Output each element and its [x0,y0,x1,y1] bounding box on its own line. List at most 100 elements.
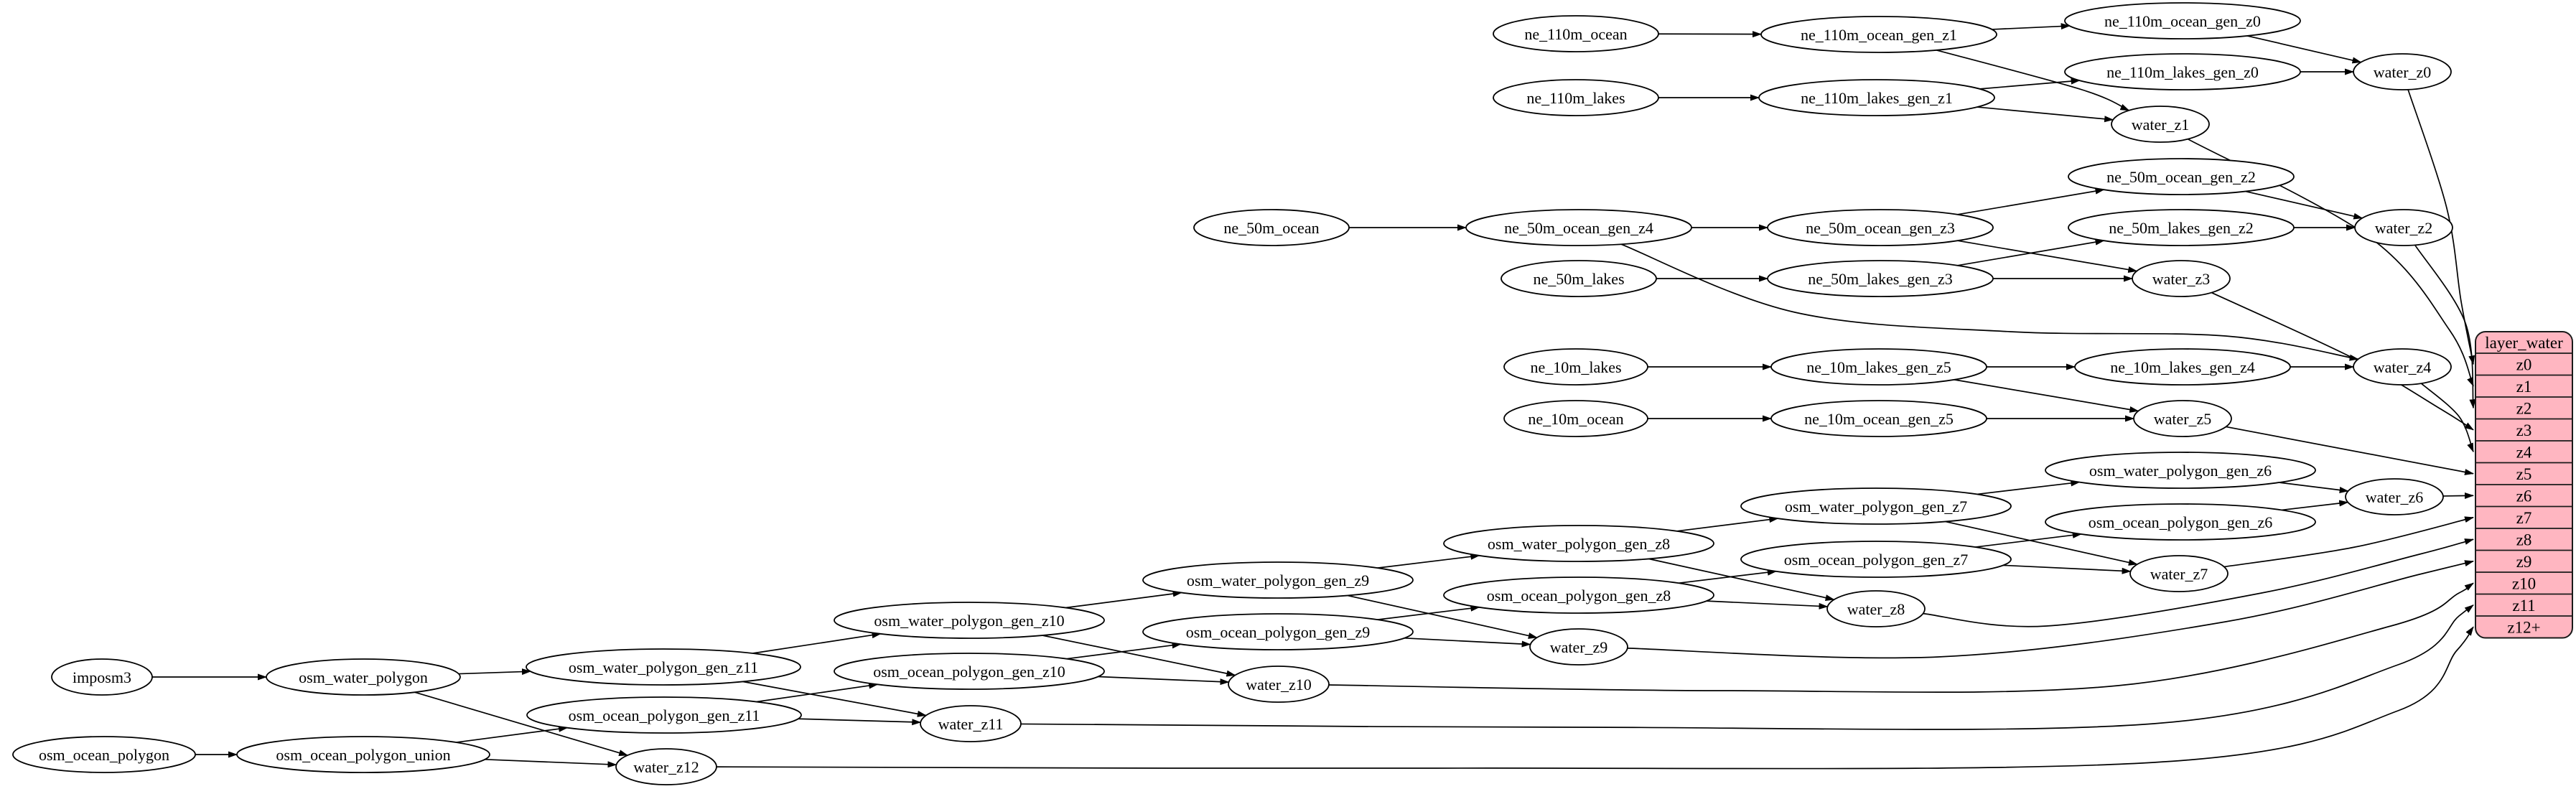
node-label-ne_50m_lakes_gen_z3: ne_50m_lakes_gen_z3 [1808,270,1953,288]
nodes: ne_110m_ocean ne_110m_ocean_gen_z1 ne_110m… [12,2,2453,785]
node-label-water_z2: water_z2 [2375,219,2433,237]
node-label-water_z12: water_z12 [633,758,699,776]
node-ne_10m_ocean_gen_z5: ne_10m_ocean_gen_z5 [1770,400,1987,437]
node-label-ne_50m_lakes_gen_z2: ne_50m_lakes_gen_z2 [2109,219,2254,237]
node-water_z7: water_z7 [2129,555,2229,592]
node-label-osm_ocean_polygon_gen_z7: osm_ocean_polygon_gen_z7 [1784,551,1969,569]
edge-water_z6-to-layer_water-z6 [2442,492,2474,499]
node-ne_110m_ocean_gen_z0: ne_110m_ocean_gen_z0 [2064,2,2301,39]
edge-ne_110m_ocean_gen_z0-to-water_z0 [2246,35,2362,64]
node-label-water_z0: water_z0 [2374,63,2432,81]
node-label-ne_110m_ocean_gen_z0: ne_110m_ocean_gen_z0 [2104,12,2261,30]
node-ne_110m_lakes: ne_110m_lakes [1493,79,1659,116]
node-ne_10m_lakes_gen_z4: ne_10m_lakes_gen_z4 [2074,348,2291,386]
edge-osm_ocean_polygon_gen_z7-to-water_z7 [2003,564,2132,574]
node-ne_50m_ocean_gen_z2: ne_50m_ocean_gen_z2 [2068,158,2295,195]
edge-water_z10-to-layer_water-z10 [1328,582,2474,694]
edge-osm_water_polygon_gen_z11-to-water_z11 [742,681,927,717]
table-row-z6: z6 [2516,487,2532,505]
node-ne_10m_lakes_gen_z5: ne_10m_lakes_gen_z5 [1770,348,1987,386]
node-label-osm_water_polygon_gen_z8: osm_water_polygon_gen_z8 [1488,535,1670,553]
edge-osm_ocean_polygon_union-to-water_z12 [485,758,617,768]
edge-osm_water_polygon_gen_z8-to-osm_water_polygon_gen_z7 [1676,516,1779,532]
node-osm_ocean_polygon_gen_z8: osm_ocean_polygon_gen_z8 [1443,576,1714,614]
node-label-osm_ocean_polygon_gen_z10: osm_ocean_polygon_gen_z10 [873,663,1065,681]
table-row-z1: z1 [2516,378,2532,396]
node-water_z4: water_z4 [2353,348,2452,386]
node-label-water_z1: water_z1 [2132,116,2190,134]
edge-osm_ocean_polygon_union-to-osm_ocean_polygon_gen_z11 [456,725,569,743]
node-label-osm_ocean_polygon_gen_z11: osm_ocean_polygon_gen_z11 [569,706,760,724]
node-water_z2: water_z2 [2354,209,2453,246]
edge-ne_50m_ocean_gen_z2-to-water_z2 [2245,190,2363,220]
edge-water_z7-to-layer_water-z7 [2223,516,2474,568]
node-water_z9: water_z9 [1529,628,1628,666]
edges [152,23,2476,770]
edge-osm_water_polygon-to-water_z12 [414,691,629,756]
table-row-z12+: z12+ [2507,618,2540,636]
edge-ne_110m_ocean_gen_z1-to-water_z1 [1936,49,2130,111]
node-osm_water_polygon_gen_z9: osm_water_polygon_gen_z9 [1142,561,1414,599]
edge-osm_water_polygon_gen_z10-to-osm_water_polygon_gen_z9 [1065,590,1182,609]
edge-osm_ocean_polygon_gen_z10-to-water_z10 [1098,676,1230,686]
edge-osm_ocean_polygon_gen_z9-to-water_z9 [1404,637,1531,648]
node-ne_10m_ocean: ne_10m_ocean [1503,400,1648,437]
node-label-water_z9: water_z9 [1550,638,1608,656]
node-ne_110m_ocean: ne_110m_ocean [1493,15,1659,52]
node-label-ne_50m_ocean_gen_z2: ne_50m_ocean_gen_z2 [2106,168,2256,186]
node-ne_110m_lakes_gen_z0: ne_110m_lakes_gen_z0 [2064,53,2301,90]
table-row-z9: z9 [2516,553,2532,571]
node-label-water_z10: water_z10 [1246,676,1312,694]
node-label-ne_10m_ocean: ne_10m_ocean [1528,410,1623,428]
node-label-osm_ocean_polygon_gen_z6: osm_ocean_polygon_gen_z6 [2089,513,2273,531]
table-row-z5: z5 [2516,465,2532,483]
node-ne_50m_ocean: ne_50m_ocean [1193,209,1350,246]
edge-ne_10m_lakes_gen_z5-to-water_z5 [1954,379,2139,413]
node-ne_50m_ocean_gen_z3: ne_50m_ocean_gen_z3 [1767,209,1994,246]
table-row-z8: z8 [2516,531,2532,548]
edge-water_z4-to-layer_water-z4 [2420,383,2474,453]
edge-osm_water_polygon_gen_z9-to-osm_water_polygon_gen_z8 [1377,553,1480,569]
edge-osm_ocean_polygon_gen_z11-to-water_z11 [798,718,922,726]
node-label-water_z7: water_z7 [2150,565,2208,583]
node-label-ne_10m_lakes: ne_10m_lakes [1530,358,1621,376]
node-label-osm_water_polygon_gen_z11: osm_water_polygon_gen_z11 [569,658,758,676]
node-label-osm_ocean_polygon_union: osm_ocean_polygon_union [276,746,450,764]
node-ne_110m_ocean_gen_z1: ne_110m_ocean_gen_z1 [1760,16,1997,53]
node-label-water_z8: water_z8 [1847,600,1905,618]
table-row-z7: z7 [2516,509,2532,527]
edge-osm_water_polygon_gen_z7-to-water_z7 [1945,520,2138,566]
node-label-water_z6: water_z6 [2366,488,2424,506]
node-water_z6: water_z6 [2345,478,2444,515]
edge-osm_water_polygon_gen_z9-to-water_z9 [1347,594,1538,639]
node-label-osm_ocean_polygon: osm_ocean_polygon [39,746,169,764]
node-label-osm_water_polygon_gen_z10: osm_water_polygon_gen_z10 [874,612,1064,630]
node-label-ne_50m_lakes: ne_50m_lakes [1533,270,1624,288]
edge-osm_ocean_polygon_gen_z8-to-osm_ocean_polygon_gen_z7 [1679,569,1777,584]
edge-ne_110m_lakes_gen_z1-to-water_z1 [1977,106,2114,123]
node-osm_ocean_polygon: osm_ocean_polygon [12,736,196,773]
edge-ne_110m_lakes_gen_z1-to-ne_110m_lakes_gen_z0 [1979,78,2081,90]
edge-osm_water_polygon_gen_z10-to-water_z10 [1042,635,1236,677]
node-label-ne_110m_ocean_gen_z1: ne_110m_ocean_gen_z1 [1801,26,1957,44]
edge-osm_ocean_polygon_gen_z11-to-osm_ocean_polygon_gen_z10 [756,682,879,703]
node-label-ne_10m_lakes_gen_z4: ne_10m_lakes_gen_z4 [2110,358,2255,376]
edge-osm_ocean_polygon_gen_z7-to-osm_ocean_polygon_gen_z6 [1975,531,2082,548]
table-row-z3: z3 [2516,421,2532,439]
node-label-osm_ocean_polygon_gen_z8: osm_ocean_polygon_gen_z8 [1487,587,1671,604]
node-water_z3: water_z3 [2132,260,2231,297]
node-imposm3: imposm3 [51,658,153,696]
node-label-water_z5: water_z5 [2154,410,2212,428]
node-label-ne_10m_lakes_gen_z5: ne_10m_lakes_gen_z5 [1806,358,1951,376]
table-row-z4: z4 [2516,443,2532,461]
node-label-ne_110m_ocean: ne_110m_ocean [1524,25,1627,43]
edge-ne_50m_ocean_gen_z4-to-water_z4 [1620,243,2359,361]
edge-osm_water_polygon_gen_z7-to-osm_water_polygon_gen_z6 [1977,480,2081,495]
table-row-z11: z11 [2512,597,2535,615]
node-label-ne_110m_lakes_gen_z1: ne_110m_lakes_gen_z1 [1801,89,1953,107]
node-water_z0: water_z0 [2353,53,2452,90]
node-water_z5: water_z5 [2133,400,2232,437]
edge-osm_ocean_polygon_gen_z6-to-water_z6 [2281,500,2349,511]
